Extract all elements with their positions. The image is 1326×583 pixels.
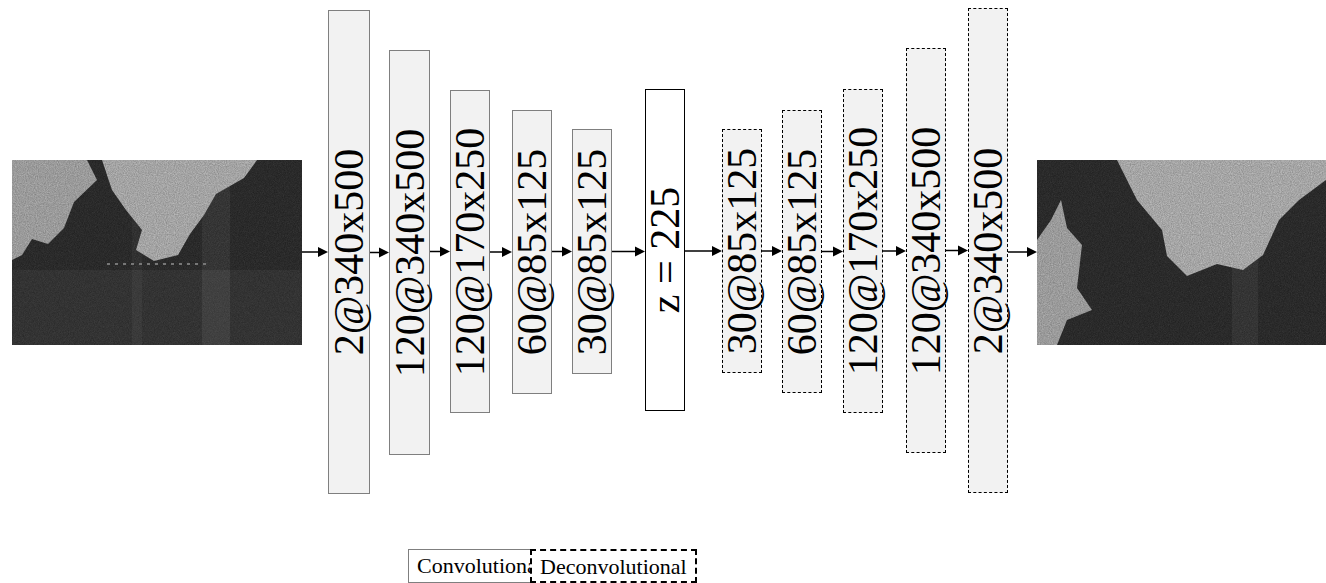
flow-arrow <box>430 247 450 257</box>
legend-text: Deconvolutional <box>540 554 687 579</box>
flow-arrow <box>370 248 389 258</box>
layer-label: 120@340x500 <box>392 128 428 377</box>
deconv-layer-box: 120@340x500 <box>906 48 946 453</box>
flow-arrow <box>685 246 722 256</box>
deconv-layer-box: 60@85x125 <box>782 110 822 393</box>
layer-label: 2@340x500 <box>331 149 367 356</box>
flow-arrow <box>762 246 782 256</box>
layer-label: 120@340x500 <box>908 126 944 375</box>
conv-layer-box: 120@340x500 <box>389 50 430 455</box>
layer-label: 2@340x500 <box>970 147 1006 354</box>
flow-arrow <box>883 246 906 256</box>
layer-label: 120@170x250 <box>845 127 881 376</box>
flow-arrow <box>552 247 572 257</box>
conv-layer-box: 2@340x500 <box>328 10 370 494</box>
input-image <box>12 160 302 345</box>
flow-arrow <box>822 247 843 257</box>
layer-label: 30@85x125 <box>574 148 610 355</box>
layer-label: 120@170x250 <box>452 127 488 376</box>
deconv-layer-box: 30@85x125 <box>722 129 762 373</box>
latent-box: z = 225 <box>645 89 685 411</box>
conv-layer-box: 120@170x250 <box>450 90 490 413</box>
legend-text: Convolutional <box>417 553 543 578</box>
output-image <box>1037 160 1326 345</box>
flow-arrow <box>946 246 968 256</box>
flow-arrow <box>490 247 512 257</box>
conv-layer-box: 30@85x125 <box>572 129 612 374</box>
legend-item: Deconvolutional <box>530 549 697 583</box>
deconv-layer-box: 2@340x500 <box>968 8 1008 493</box>
layer-label: 60@85x125 <box>784 148 820 355</box>
conv-layer-box: 60@85x125 <box>512 110 552 394</box>
layer-label: 60@85x125 <box>514 149 550 356</box>
layer-label: z = 225 <box>647 187 683 313</box>
layer-label: 30@85x125 <box>724 148 760 355</box>
deconv-layer-box: 120@170x250 <box>843 89 883 413</box>
flow-arrow <box>612 247 645 257</box>
